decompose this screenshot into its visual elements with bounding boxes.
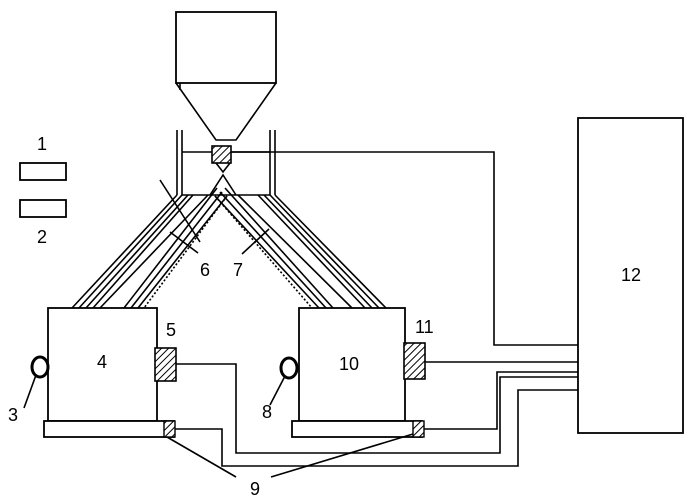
signal-wires <box>175 151 578 467</box>
label-2: 2 <box>37 227 47 247</box>
legend-box-1 <box>19 162 67 181</box>
sensor-11 <box>403 342 426 380</box>
label-8: 8 <box>262 402 272 422</box>
label-9: 9 <box>250 479 260 499</box>
sensor-9-right <box>412 420 425 438</box>
station-10 <box>279 307 426 438</box>
hopper-valve-sensor <box>211 145 232 164</box>
label-5: 5 <box>166 320 176 340</box>
station-4 <box>30 307 177 438</box>
sensor-9-left <box>163 420 176 438</box>
label-11: 11 <box>415 317 434 337</box>
leader-lines <box>23 179 414 478</box>
ring-8 <box>279 356 299 380</box>
label-7: 7 <box>233 260 243 280</box>
ring-3 <box>30 355 50 379</box>
label-1: 1 <box>37 134 47 154</box>
controller-12 <box>577 117 684 434</box>
label-4: 4 <box>97 352 107 372</box>
sensor-5 <box>154 347 177 382</box>
chute-6 <box>71 187 228 309</box>
label-3: 3 <box>8 405 18 425</box>
label-6: 6 <box>200 260 210 280</box>
legend-box-2 <box>19 199 67 218</box>
label-12: 12 <box>621 265 641 285</box>
label-10: 10 <box>339 354 359 374</box>
chute-7 <box>214 187 387 309</box>
hopper <box>175 11 277 141</box>
